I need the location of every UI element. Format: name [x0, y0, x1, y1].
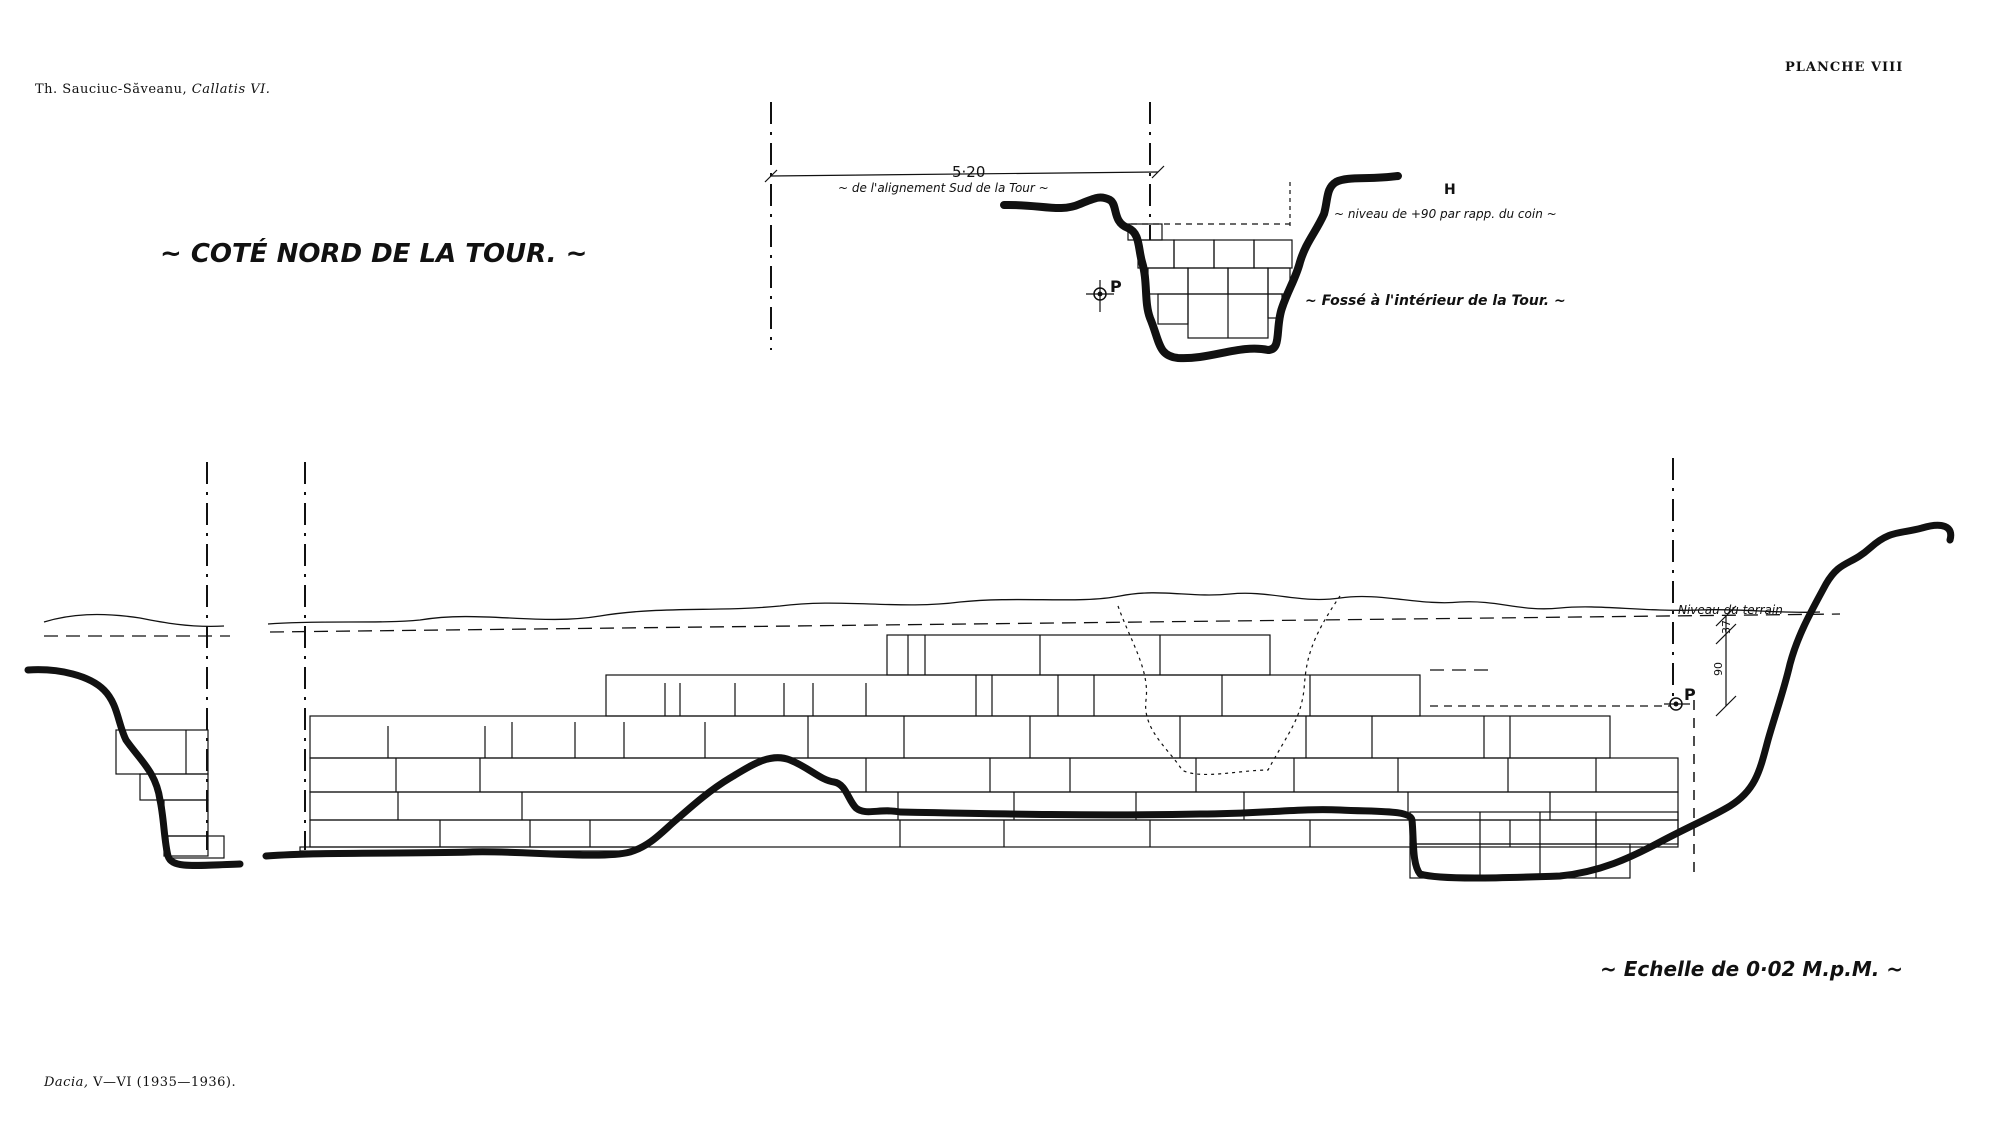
upper-level-note: ~ niveau de +90 par rapp. du coin ~ [1334, 207, 1557, 221]
trench-profile [1000, 172, 1402, 363]
plate-number: PLANCHE VIII [1785, 60, 1904, 75]
stone-block [309, 819, 1679, 848]
stone-block [309, 757, 1679, 793]
masonry-main [299, 634, 1679, 879]
stone-block [163, 799, 209, 857]
upper-section [764, 102, 1402, 363]
small-level-dimension: 37 [1720, 620, 1733, 634]
upper-dimension-note: ~ de l'alignement Sud de la Tour ~ [838, 181, 1049, 195]
dimension-tick [764, 169, 778, 183]
excavation-profile [24, 521, 1955, 882]
stone-block [886, 634, 1271, 676]
dimension-tick [1715, 623, 1737, 645]
lower-point-label: P [1684, 685, 1696, 704]
stone-block [1409, 811, 1679, 845]
ground-level-label: Niveau du terrain [1678, 603, 1783, 617]
stone-block [167, 835, 225, 859]
dimension-tick [1715, 695, 1737, 717]
header-author: Th. Sauciuc-Săveanu, Callatis VI. [35, 82, 270, 97]
dimension-tick [1151, 165, 1165, 179]
stone-block [1147, 267, 1189, 295]
upper-dimension-value: 5·20 [952, 163, 985, 181]
dimension-line [770, 171, 1159, 177]
stone-block [1213, 239, 1255, 269]
dimension-tick [1715, 605, 1737, 627]
ground-surface [43, 592, 1821, 628]
stone-block [1173, 239, 1215, 269]
drawing-title: ~ COTÉ NORD DE LA TOUR. ~ [160, 237, 587, 269]
cut-outline [1117, 595, 1341, 776]
stone-block [605, 674, 1421, 717]
stone-block [1187, 267, 1229, 295]
journal-name: Dacia, [44, 1075, 89, 1090]
upper-mark: H [1444, 182, 1456, 198]
datum-line [269, 613, 1841, 633]
stone-block [1227, 267, 1269, 295]
work-title: Callatis VI. [191, 82, 271, 97]
scale-label: ~ Echelle de 0·02 M.p.M. ~ [1600, 957, 1903, 981]
stone-block [1409, 843, 1631, 879]
footer-source: Dacia, V—VI (1935—1936). [44, 1075, 236, 1090]
masonry-left [115, 729, 225, 859]
stone-block [1253, 239, 1293, 269]
fosse-label: ~ Fossé à l'intérieur de la Tour. ~ [1305, 293, 1566, 309]
stone-block [115, 729, 209, 775]
author-name: Th. Sauciuc-Săveanu, [35, 82, 188, 97]
stone-block [309, 715, 1611, 759]
lower-section [24, 458, 1955, 882]
large-level-dimension: 90 [1712, 662, 1725, 676]
journal-volume: V—VI (1935—1936). [93, 1075, 237, 1090]
stone-block [1157, 293, 1189, 325]
upper-point-label: P [1110, 277, 1122, 296]
